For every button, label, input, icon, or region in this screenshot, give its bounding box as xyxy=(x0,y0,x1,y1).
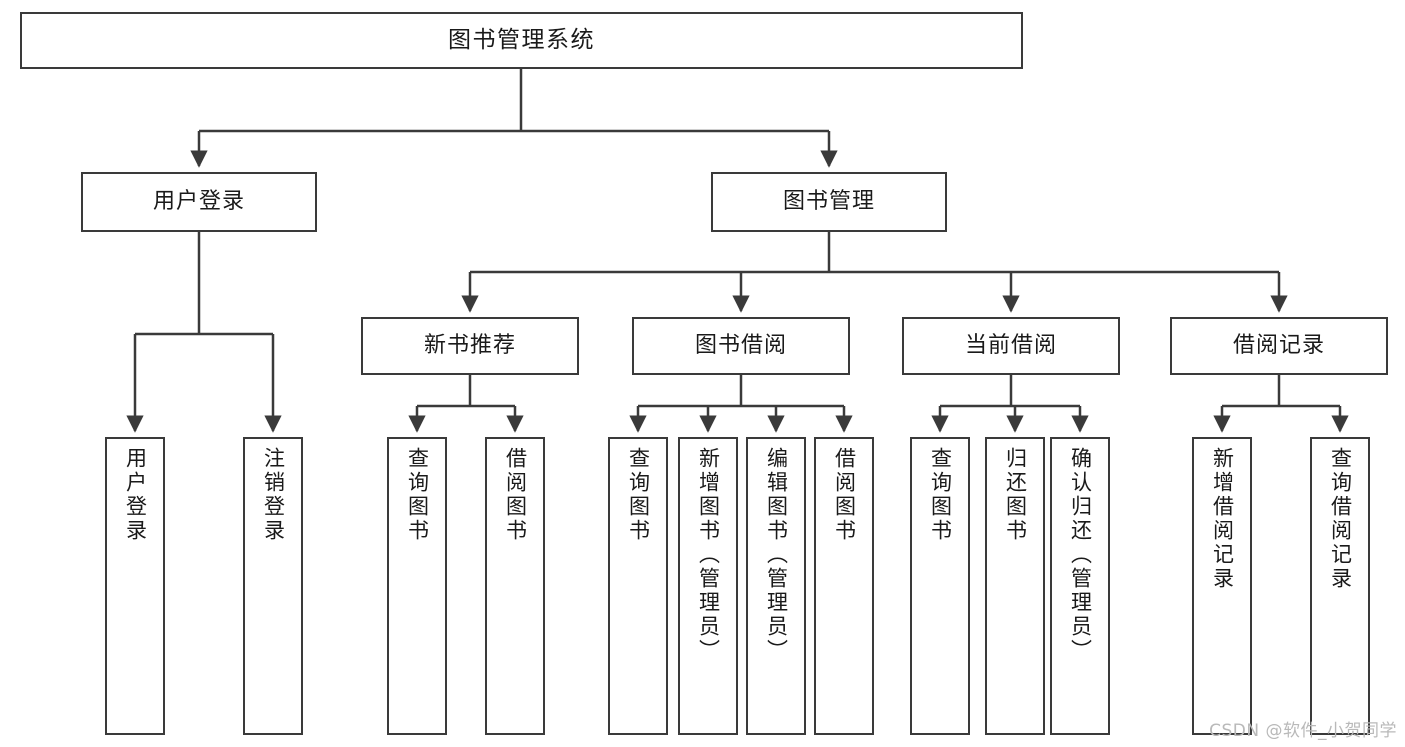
node-book-borrow[interactable]: 图书借阅 xyxy=(632,317,850,375)
node-user-login[interactable]: 用户登录 xyxy=(81,172,317,232)
node-label: 新增借阅记录 xyxy=(1210,447,1235,591)
leaf-logout[interactable]: 注销登录 xyxy=(243,437,303,735)
node-label: 用户登录 xyxy=(123,447,148,543)
leaf-borrow-book[interactable]: 借阅图书 xyxy=(814,437,874,735)
node-book-management[interactable]: 图书管理 xyxy=(711,172,947,232)
node-label: 图书管理系统 xyxy=(448,26,595,53)
leaf-borrow-book-newbook[interactable]: 借阅图书 xyxy=(485,437,545,735)
node-current-borrow[interactable]: 当前借阅 xyxy=(902,317,1120,375)
node-label: 查询图书 xyxy=(928,447,953,543)
node-label: 归还图书 xyxy=(1003,447,1028,543)
node-label: 查询借阅记录 xyxy=(1328,447,1353,591)
leaf-query-borrow-record[interactable]: 查询借阅记录 xyxy=(1310,437,1370,735)
leaf-user-login[interactable]: 用户登录 xyxy=(105,437,165,735)
leaf-add-borrow-record[interactable]: 新增借阅记录 xyxy=(1192,437,1252,735)
node-label: 确认归还（管理员） xyxy=(1068,447,1093,663)
node-label: 编辑图书（管理员） xyxy=(764,447,789,663)
node-label: 新增图书（管理员） xyxy=(696,447,721,663)
node-label: 当前借阅 xyxy=(964,333,1057,359)
node-label: 图书借阅 xyxy=(694,333,787,359)
node-new-book-recommend[interactable]: 新书推荐 xyxy=(361,317,579,375)
node-label: 用户登录 xyxy=(152,189,245,215)
node-label: 查询图书 xyxy=(405,447,430,543)
node-label: 注销登录 xyxy=(261,447,286,543)
leaf-query-book-current[interactable]: 查询图书 xyxy=(910,437,970,735)
node-label: 借阅记录 xyxy=(1232,333,1325,359)
leaf-add-book-admin[interactable]: 新增图书（管理员） xyxy=(678,437,738,735)
leaf-confirm-return-admin[interactable]: 确认归还（管理员） xyxy=(1050,437,1110,735)
leaf-query-book-newbook[interactable]: 查询图书 xyxy=(387,437,447,735)
node-label: 借阅图书 xyxy=(832,447,857,543)
node-label: 新书推荐 xyxy=(423,333,516,359)
node-label: 查询图书 xyxy=(626,447,651,543)
node-label: 借阅图书 xyxy=(503,447,528,543)
leaf-edit-book-admin[interactable]: 编辑图书（管理员） xyxy=(746,437,806,735)
watermark-text: CSDN @软件_小贺同学 xyxy=(1209,721,1397,741)
node-root-system[interactable]: 图书管理系统 xyxy=(20,12,1023,69)
node-borrow-record[interactable]: 借阅记录 xyxy=(1170,317,1388,375)
leaf-return-book[interactable]: 归还图书 xyxy=(985,437,1045,735)
node-label: 图书管理 xyxy=(782,189,875,215)
leaf-query-book-borrow[interactable]: 查询图书 xyxy=(608,437,668,735)
